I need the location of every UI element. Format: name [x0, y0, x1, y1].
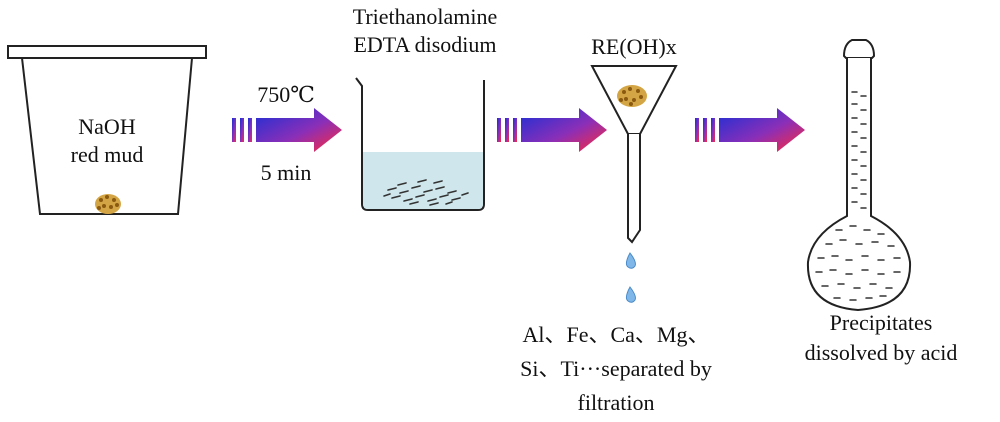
arrow-calcination: [232, 108, 342, 152]
crucible-label-line2: red mud: [70, 142, 144, 167]
beaker: [355, 77, 485, 211]
temperature-label: 750℃: [257, 82, 315, 107]
suspended-particles: [383, 179, 469, 206]
flask-solution-particles: [815, 91, 901, 301]
precipitate-label: RE(OH)x: [591, 34, 677, 59]
filtrate-drops: [625, 252, 636, 303]
crucible: [7, 45, 207, 215]
reagent-label-line1: Triethanolamine: [352, 4, 498, 29]
red-mud-particles: [95, 194, 121, 214]
filtrate-label-line3: filtration: [577, 390, 655, 415]
precipitate-rare-earth-hydroxide: [617, 85, 647, 107]
volumetric-flask: [806, 39, 912, 312]
reagent-label-line2: EDTA disodium: [353, 32, 497, 57]
arrow-to-filtration: [497, 108, 607, 152]
flask-label-line1: Precipitates: [829, 310, 933, 335]
arrow-to-acid-dissolution: [695, 108, 805, 152]
filtrate-label-line1: Al、Fe、Ca、Mg、: [522, 322, 710, 347]
filtrate-label-line2: Si、Ti···separated by: [520, 356, 712, 381]
crucible-label-line1: NaOH: [78, 114, 136, 139]
flask-label-line2: dissolved by acid: [804, 340, 958, 365]
duration-label: 5 min: [260, 160, 312, 185]
